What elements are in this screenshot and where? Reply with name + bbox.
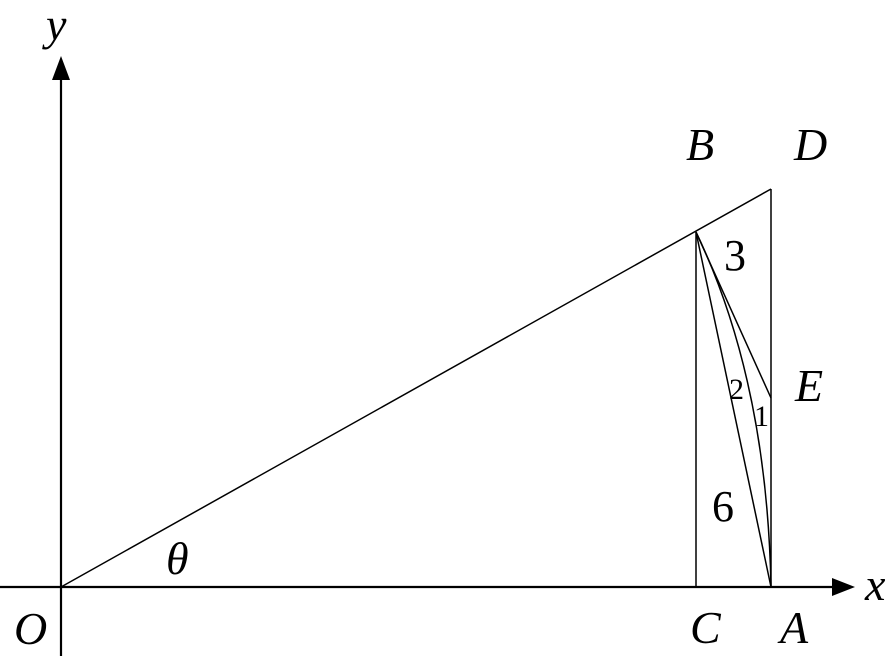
origin-label: O xyxy=(14,603,48,654)
segment-OD xyxy=(60,188,772,588)
point-label-E: E xyxy=(795,360,824,411)
point-label-B: B xyxy=(686,119,715,170)
y-axis-label: y xyxy=(46,0,67,50)
segment-BA xyxy=(695,231,772,588)
x-axis-label: x xyxy=(865,559,886,610)
point-label-A: A xyxy=(780,602,809,653)
point-label-D: D xyxy=(794,119,828,170)
region-label-2: 2 xyxy=(729,373,744,406)
point-label-C: C xyxy=(690,602,721,653)
region-label-3: 3 xyxy=(724,231,746,280)
angle-theta-label: θ xyxy=(166,533,189,584)
y-axis-arrow-icon xyxy=(52,56,70,80)
region-label-6: 6 xyxy=(712,482,734,531)
region-label-1: 1 xyxy=(754,400,769,433)
x-axis-arrow-icon xyxy=(832,578,855,596)
arc-BA xyxy=(695,231,772,588)
